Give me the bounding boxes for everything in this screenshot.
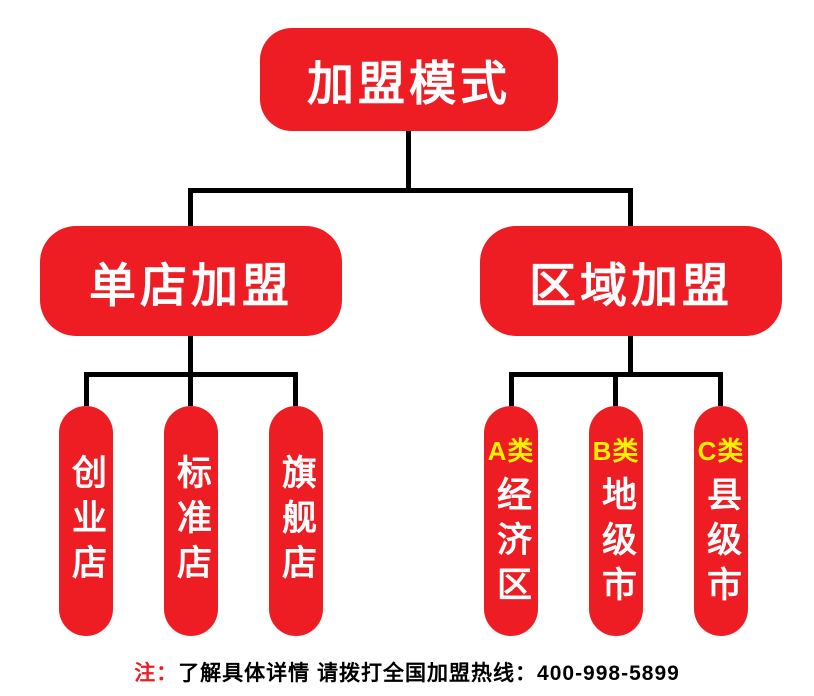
hotline-note: 注：了解具体详情 请拨打全国加盟热线：400-998-5899: [0, 657, 814, 687]
branch-node-label: 单店加盟: [89, 258, 293, 312]
connector-right-stub-1: [509, 372, 514, 406]
branch-node-regional: 区域加盟: [480, 226, 782, 336]
connector-left-stub-1: [84, 372, 89, 406]
connector-right-stub-3: [718, 372, 723, 406]
leaf-node-label: 标准店: [172, 453, 211, 589]
leaf-node-label: 旗舰店: [277, 453, 316, 589]
connector-left-stub-2: [188, 372, 193, 406]
connector-right-branch-drop: [628, 188, 633, 228]
hotline-note-prefix: 注：: [134, 662, 179, 685]
leaf-node-standard-store: 标准店: [164, 406, 218, 636]
branch-node-single-store: 单店加盟: [40, 226, 342, 336]
connector-left-branch-drop: [188, 188, 193, 228]
leaf-node-class-label: B类: [592, 436, 640, 466]
leaf-node-class-c-county-city: C类 县级市: [694, 406, 748, 636]
root-node-label: 加盟模式: [307, 57, 511, 110]
connector-right-stub-2: [613, 372, 618, 406]
leaf-node-startup-store: 创业店: [59, 406, 113, 636]
hotline-phone-number: 400-998-5899: [537, 662, 680, 685]
leaf-node-class-label: A类: [487, 436, 535, 466]
root-node: 加盟模式: [260, 28, 558, 131]
connector-root-trunk: [406, 129, 411, 191]
leaf-node-label: 地级市: [597, 476, 636, 611]
leaf-node-label: 经济区: [492, 476, 531, 611]
leaf-node-class-label: C类: [697, 436, 745, 466]
leaf-node-class-b-prefecture-city: B类 地级市: [589, 406, 643, 636]
leaf-node-flagship-store: 旗舰店: [269, 406, 323, 636]
connector-left-stub-3: [293, 372, 298, 406]
connector-level1-hbar: [188, 188, 633, 193]
branch-node-label: 区域加盟: [529, 258, 733, 312]
connector-left-stem: [188, 336, 193, 374]
leaf-node-label: 创业店: [67, 453, 106, 589]
leaf-node-label: 县级市: [702, 476, 741, 611]
hotline-note-body: 了解具体详情 请拨打全国加盟热线：: [178, 662, 538, 685]
connector-right-stem: [628, 336, 633, 374]
leaf-node-class-a-economic-zone: A类 经济区: [484, 406, 538, 636]
